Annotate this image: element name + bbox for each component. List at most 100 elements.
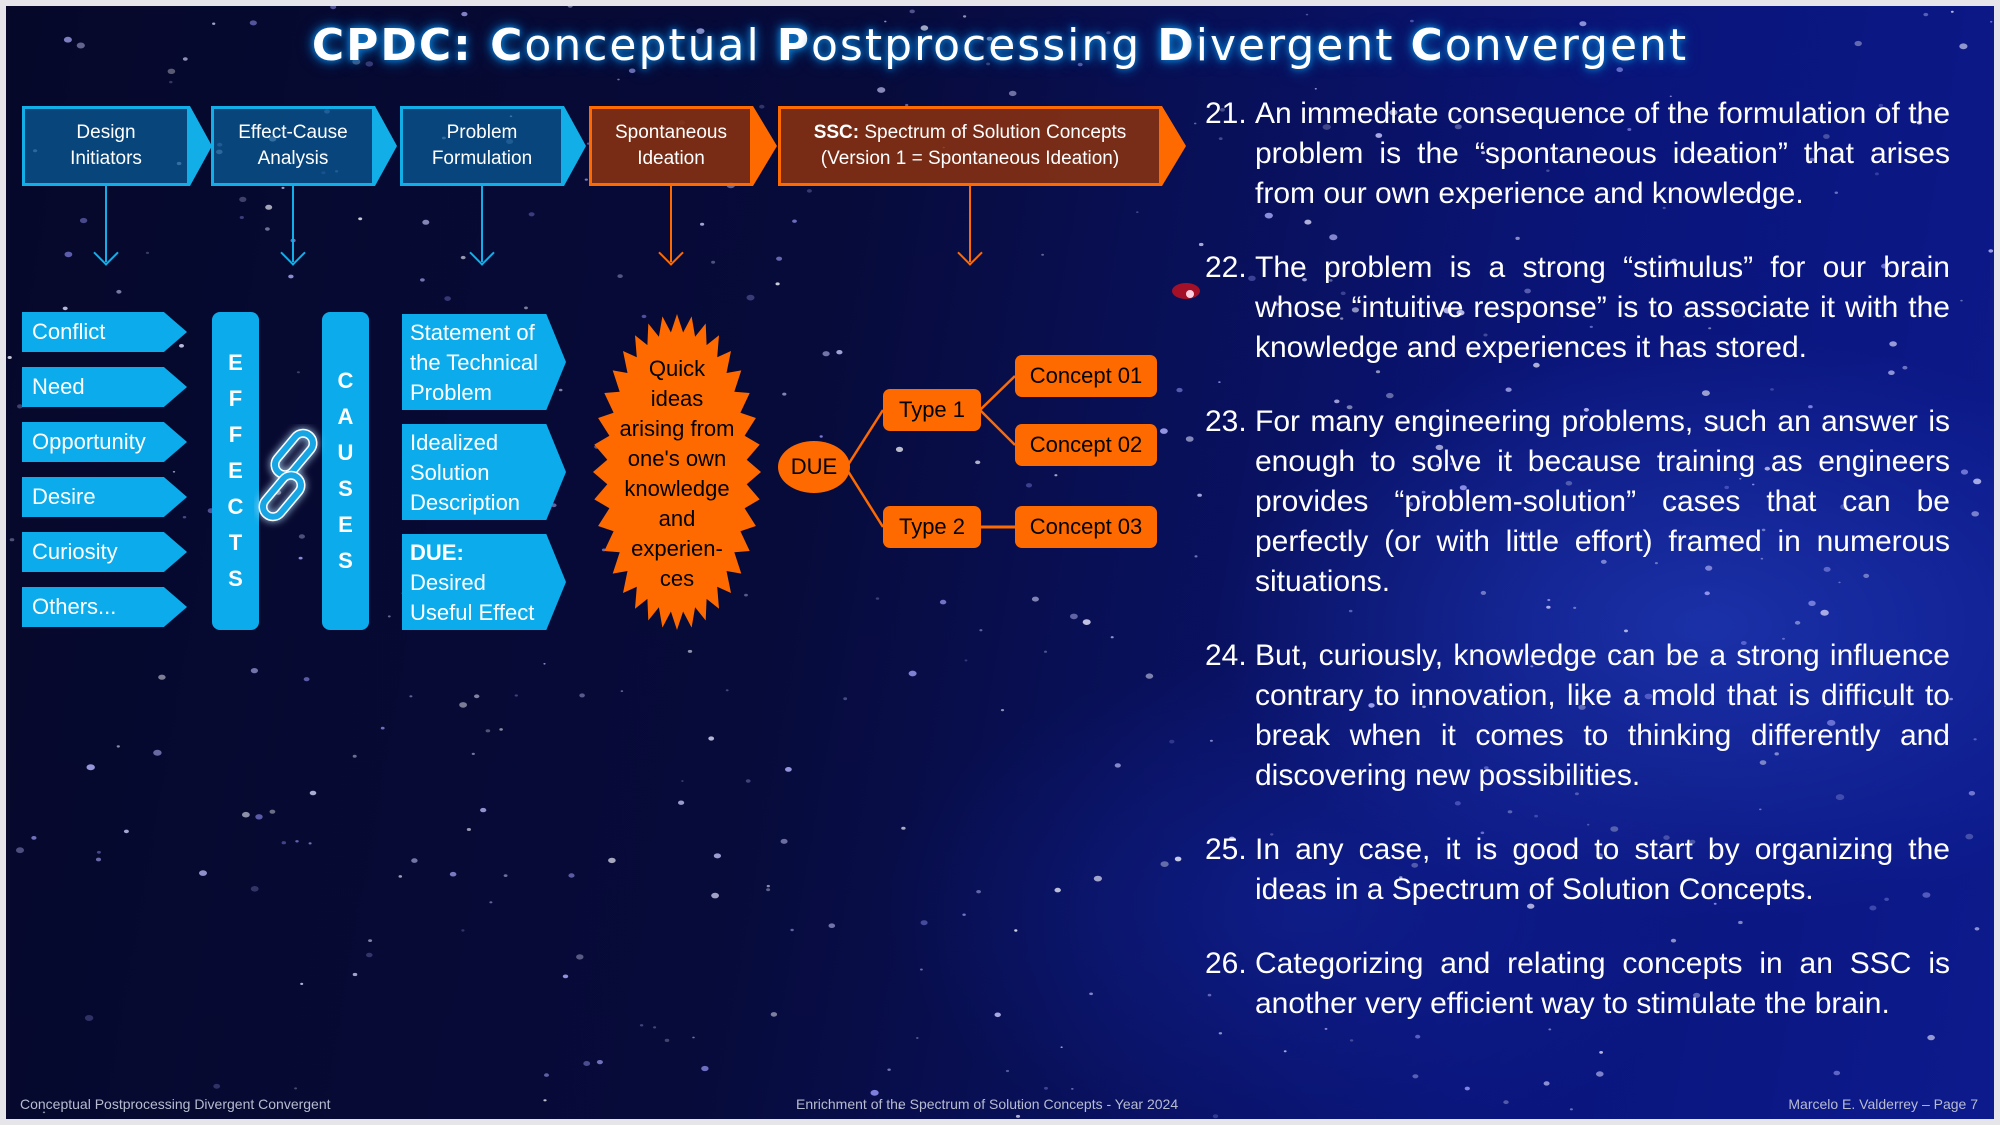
point-23: 23.For many engineering problems, such a… (1205, 402, 1950, 602)
star (167, 68, 176, 74)
starburst-line: ces (659, 566, 695, 591)
star (368, 939, 373, 942)
formulation-line: Solution (410, 460, 490, 485)
star (1543, 1081, 1550, 1086)
star (1005, 1069, 1010, 1073)
star (939, 599, 947, 605)
star (1881, 263, 1889, 269)
star (1041, 253, 1044, 256)
star (1927, 1034, 1935, 1041)
star (1627, 128, 1632, 131)
star (86, 764, 95, 771)
star (1000, 709, 1005, 712)
star (352, 972, 358, 977)
star (1218, 137, 1223, 141)
star (1483, 333, 1488, 337)
star (449, 871, 457, 877)
star (7, 356, 12, 359)
star (1507, 810, 1513, 814)
point-text: In any case, it is good to start by orga… (1255, 833, 1950, 906)
star (1654, 562, 1658, 565)
star (543, 663, 546, 665)
star (870, 1089, 879, 1096)
star (31, 836, 37, 840)
ssc-root-due: DUE (778, 441, 850, 493)
star (1346, 405, 1353, 410)
star (1480, 590, 1487, 595)
star (1670, 505, 1676, 510)
desired-useful-effect: DUE: Desired Useful Effect (402, 534, 566, 630)
star (711, 892, 719, 899)
star (963, 15, 967, 18)
star (17, 404, 23, 409)
star (409, 695, 413, 698)
star (1480, 831, 1485, 835)
star (1136, 211, 1139, 214)
star (1734, 309, 1740, 313)
starburst-line: and (658, 506, 696, 531)
star (898, 1106, 902, 1109)
star (658, 56, 661, 58)
down-arrow-line (481, 186, 483, 262)
star (63, 36, 72, 43)
star (1569, 1108, 1573, 1111)
star (994, 1012, 1001, 1018)
formulation-line: the Technical (410, 350, 539, 375)
star (964, 659, 968, 662)
star (1589, 325, 1593, 328)
star (1421, 490, 1426, 494)
star (330, 6, 337, 10)
star (1644, 693, 1653, 700)
star (692, 1036, 695, 1039)
idealized-solution-description: Idealized Solution Description (402, 424, 566, 520)
statement-technical-problem: Statement of the Technical Problem (402, 314, 566, 410)
star (1808, 600, 1816, 606)
star (1114, 763, 1121, 768)
starburst-line: arising from (619, 416, 735, 441)
star (653, 1026, 657, 1029)
star (909, 9, 915, 14)
star (792, 219, 797, 223)
ssc-concept-01: Concept 01 (1015, 355, 1157, 397)
footer-center: Enrichment of the Spectrum of Solution C… (796, 1096, 1179, 1112)
star (1070, 613, 1078, 620)
star (1302, 278, 1307, 282)
star (269, 809, 276, 814)
stage-arrow-tip (375, 106, 397, 186)
star (76, 42, 85, 49)
star (1950, 10, 1954, 13)
star (1174, 856, 1182, 862)
star (1304, 219, 1312, 225)
point-text: Categorizing and relating concepts in an… (1255, 947, 1950, 1020)
star (641, 314, 647, 319)
title-part: P (776, 20, 811, 71)
star (352, 754, 357, 758)
star (1902, 365, 1908, 370)
star (664, 1038, 670, 1042)
star (1973, 478, 1982, 485)
effects-letter: T (228, 530, 243, 555)
star (1708, 327, 1712, 330)
slide: CPDC: Conceptual Postprocessing Divergen… (6, 6, 1994, 1119)
star (474, 694, 480, 699)
stage-label: Problem (446, 122, 518, 143)
star (725, 689, 729, 692)
stage-label: Spontaneous (615, 122, 727, 143)
star (1808, 405, 1813, 409)
star (1578, 704, 1586, 710)
star (770, 1012, 778, 1017)
star (1988, 249, 1994, 253)
stage-label: Formulation (431, 148, 533, 169)
star (1386, 392, 1394, 399)
star (1922, 892, 1931, 898)
star (806, 189, 812, 193)
star (298, 556, 303, 560)
star (1348, 609, 1353, 613)
star (1670, 938, 1677, 943)
star (422, 219, 430, 225)
star (617, 78, 620, 81)
starburst-line: experien- (631, 536, 723, 561)
